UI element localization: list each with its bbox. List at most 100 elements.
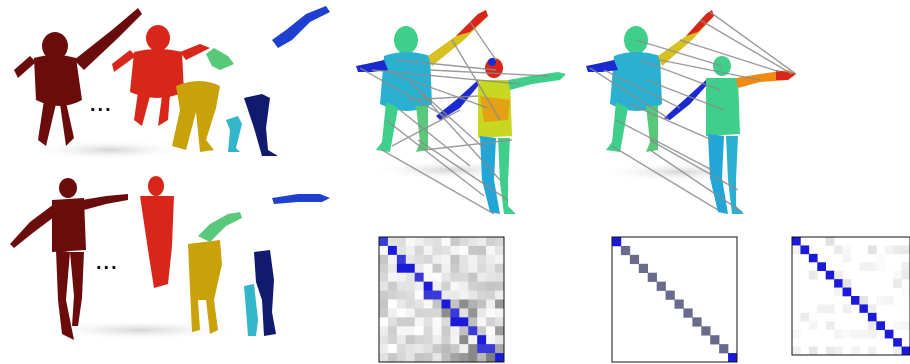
matrix-cell bbox=[867, 262, 877, 272]
matrix-cell bbox=[450, 237, 460, 247]
matrix-cell bbox=[468, 326, 478, 336]
matrix-cell bbox=[441, 272, 451, 282]
matrix-cell bbox=[387, 272, 398, 282]
matrix-cell bbox=[450, 281, 460, 291]
matrix-cell bbox=[477, 290, 487, 300]
matrix-cell bbox=[495, 317, 505, 327]
matrix-cell bbox=[477, 308, 487, 318]
matrix-cell bbox=[432, 317, 442, 327]
matrix-cell bbox=[405, 335, 416, 345]
matrix-border bbox=[611, 236, 738, 363]
matrix-cell bbox=[450, 326, 460, 336]
matrix-cell bbox=[423, 344, 433, 354]
gorilla-parts-group bbox=[14, 6, 330, 160]
matrix-cell bbox=[459, 317, 469, 327]
matrix-cell bbox=[379, 326, 389, 336]
matrix-cell bbox=[495, 245, 505, 256]
matrix-cell bbox=[387, 254, 398, 265]
human-colored-shape bbox=[436, 58, 566, 214]
matrix-cell bbox=[495, 326, 505, 336]
matrix-cell bbox=[842, 245, 852, 255]
matrix-cell bbox=[423, 272, 433, 282]
matrix-cell bbox=[495, 335, 505, 345]
correspondence-clean-group bbox=[586, 10, 797, 214]
matrix-cell bbox=[825, 304, 835, 314]
matrix-cell bbox=[441, 299, 451, 309]
matrix-cell bbox=[441, 326, 451, 336]
matrix-cell bbox=[477, 254, 487, 265]
matrix-cell bbox=[893, 245, 902, 255]
matrix-cell bbox=[674, 299, 684, 309]
matrix-cell bbox=[851, 329, 860, 339]
matrix-cell bbox=[450, 344, 460, 354]
matrix-cell bbox=[432, 263, 442, 274]
matrix-cell bbox=[459, 237, 469, 247]
matrix-cell bbox=[692, 317, 702, 327]
matrix-cell bbox=[396, 281, 407, 291]
matrix-cell bbox=[486, 299, 496, 309]
matrix-cell bbox=[414, 254, 424, 265]
matrix-cell bbox=[486, 335, 496, 345]
matrix-cell bbox=[396, 317, 407, 327]
matrix-cell bbox=[893, 346, 902, 356]
matrix-cell bbox=[423, 237, 433, 247]
matrix-cell bbox=[851, 296, 860, 305]
matrix-cell bbox=[459, 299, 469, 309]
matrix-cell bbox=[486, 237, 496, 247]
matrix-cell bbox=[441, 335, 451, 345]
matrix-cell bbox=[450, 254, 460, 265]
matrix-cell bbox=[459, 281, 469, 291]
matrix-cell bbox=[468, 317, 478, 327]
human-parts-group bbox=[10, 176, 330, 340]
human-leg-cyan-shape bbox=[244, 284, 258, 336]
human-full-shape bbox=[10, 178, 128, 340]
matrix-cell bbox=[423, 290, 433, 300]
matrix-cell bbox=[808, 253, 818, 263]
matrix-cell bbox=[405, 263, 416, 274]
matrix-cell bbox=[379, 308, 389, 318]
matrix-cell bbox=[396, 335, 407, 345]
matrix-cell bbox=[867, 329, 877, 339]
correspondence-noisy-group bbox=[356, 10, 566, 215]
human-arm-green-shape bbox=[198, 212, 242, 242]
matrix-cell bbox=[405, 237, 416, 247]
matrix-cell bbox=[468, 335, 478, 345]
matrix-cell bbox=[414, 272, 424, 282]
matrix-cell bbox=[495, 344, 505, 354]
matrix-cell bbox=[396, 308, 407, 318]
matrix-cell bbox=[834, 245, 843, 255]
matrix-cell bbox=[842, 253, 852, 263]
matrix-cell bbox=[867, 346, 877, 356]
matrix-cell bbox=[468, 308, 478, 318]
matrix-cell bbox=[432, 353, 442, 363]
matrix-cell bbox=[423, 353, 433, 363]
matrix-cell bbox=[859, 312, 869, 322]
matrix-cell bbox=[477, 317, 487, 327]
ellipsis-bottom: ... bbox=[96, 252, 119, 274]
matrix-cell bbox=[728, 353, 738, 363]
matrix-cell bbox=[884, 245, 894, 255]
ellipsis-top: ... bbox=[90, 94, 113, 116]
matrix-cell bbox=[387, 353, 398, 363]
matrix-cell bbox=[405, 290, 416, 300]
matrix-cell bbox=[620, 245, 631, 256]
matrix-cell bbox=[876, 262, 886, 272]
matrix-cell bbox=[893, 304, 902, 314]
matrix-cell bbox=[387, 335, 398, 345]
ground-shadow bbox=[30, 140, 190, 160]
matrix-cell bbox=[495, 290, 505, 300]
matrix-cell bbox=[396, 245, 407, 256]
matrix-cell bbox=[379, 317, 389, 327]
matrix-cell bbox=[486, 290, 496, 300]
matrix-cell bbox=[495, 299, 505, 309]
matrix-cell bbox=[710, 335, 720, 345]
matrix-cell bbox=[423, 263, 433, 274]
gorilla-leg-cyan-shape bbox=[226, 116, 242, 152]
gorilla-full-shape bbox=[14, 8, 142, 146]
matrix-cell bbox=[459, 254, 469, 265]
matrix-cell bbox=[468, 281, 478, 291]
matrix-cell bbox=[423, 326, 433, 336]
matrix-cell bbox=[638, 263, 649, 274]
matrix-cell bbox=[405, 281, 416, 291]
matrix-cell bbox=[495, 353, 505, 363]
